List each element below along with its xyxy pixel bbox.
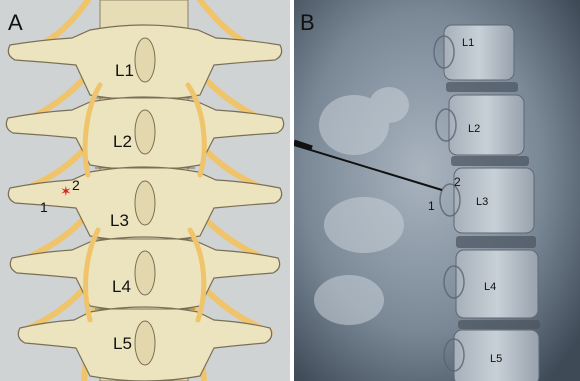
panel-a-label-l3: L3 [110, 211, 129, 230]
panel-a-marker-1: 1 [40, 199, 48, 215]
panel-b-label-l1: L1 [462, 37, 474, 49]
panel-b-letter: B [300, 10, 315, 35]
panel-b-label-l2: L2 [468, 123, 480, 135]
panel-a-marker-2: 2 [72, 177, 80, 193]
panel-b-label-l5: L5 [490, 353, 502, 365]
needle-target-star-icon: ✶ [60, 184, 72, 200]
panel-b-marker-1: 1 [428, 199, 435, 213]
panel-a-label-l2: L2 [113, 132, 132, 151]
panel-b-marker-2: 2 [454, 175, 461, 189]
lumbar-spine-illustration: ✶ A L1 L2 L3 L4 L5 1 2 [0, 0, 290, 381]
panel-a-letter: A [8, 10, 23, 35]
panel-a-label-l4: L4 [112, 277, 131, 296]
panel-a-label-l5: L5 [113, 334, 132, 353]
panel-a-label-l1: L1 [115, 61, 134, 80]
xray-panel-b: B L1 L2 L3 L4 L5 1 2 [294, 0, 580, 381]
fluoroscopy-image: B L1 L2 L3 L4 L5 1 2 [294, 0, 580, 381]
illustration-panel-a: ✶ A L1 L2 L3 L4 L5 1 2 [0, 0, 290, 381]
panel-b-label-l3: L3 [476, 196, 488, 208]
panel-b-label-l4: L4 [484, 281, 496, 293]
